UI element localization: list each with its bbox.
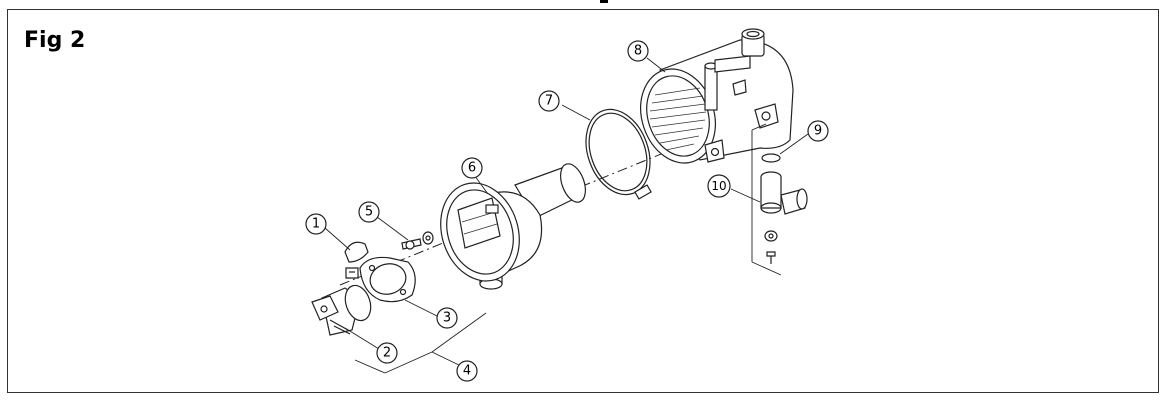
callout-4: 4 [456, 360, 478, 382]
svg-text:8: 8 [634, 44, 642, 59]
svg-text:7: 7 [545, 94, 553, 109]
part-heat-exchanger-housing [640, 28, 794, 164]
top-edge-mark [600, 0, 608, 3]
svg-text:10: 10 [711, 179, 726, 193]
callout-5: 5 [358, 201, 380, 223]
part-plug [344, 241, 369, 279]
svg-text:9: 9 [814, 124, 822, 139]
part-sensor [311, 284, 372, 336]
part-burner-head [440, 163, 586, 290]
svg-text:1: 1 [312, 217, 320, 232]
callout-1: 1 [305, 213, 327, 235]
callout-6: 6 [461, 157, 483, 179]
callout-8: 8 [627, 40, 649, 62]
leader-lines [324, 57, 809, 374]
figure-title: Fig 2 [24, 28, 86, 53]
part-clamp-ring [585, 108, 652, 200]
part-gasket [359, 256, 416, 303]
callout-9: 9 [807, 120, 829, 142]
part-screw-washer [401, 231, 434, 250]
figure-frame [7, 9, 1159, 393]
svg-text:6: 6 [468, 161, 476, 176]
svg-text:3: 3 [443, 311, 451, 326]
callout-10: 10 [707, 174, 731, 198]
svg-text:5: 5 [365, 205, 373, 220]
callout-7: 7 [538, 90, 560, 112]
callout-3: 3 [436, 307, 458, 329]
svg-text:4: 4 [463, 364, 471, 379]
part-seal-and-elbow [760, 153, 808, 264]
svg-text:2: 2 [383, 346, 391, 361]
callout-2: 2 [376, 342, 398, 364]
